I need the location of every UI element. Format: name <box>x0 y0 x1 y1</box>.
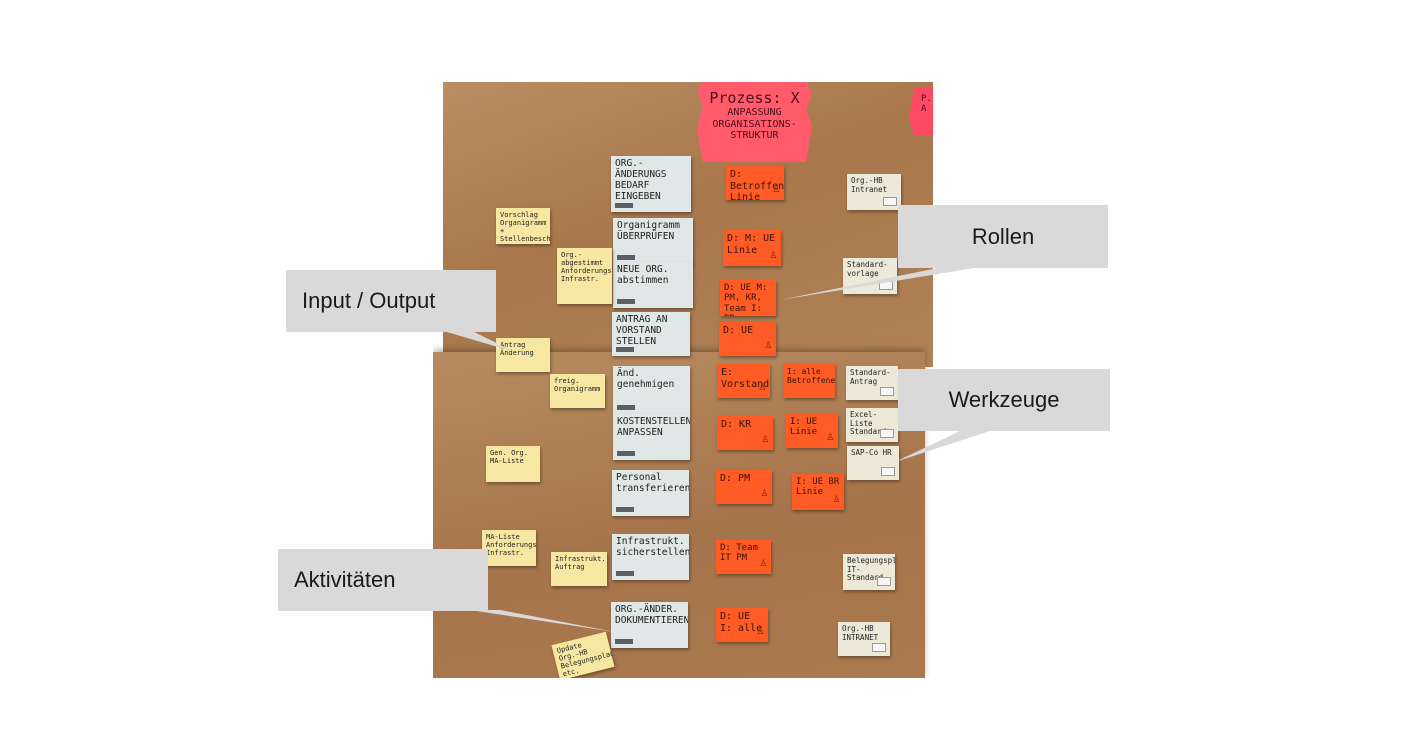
aktivitaeten-callout: Aktivitäten <box>278 549 488 611</box>
activity-card: NEUE ORG. abstimmen <box>613 262 693 308</box>
activity-card: Organigramm ÜBERPRÜFEN <box>613 218 693 264</box>
role-text: D: KR <box>721 419 752 430</box>
activity-card: ANTRAG AN VORSTAND STELLEN <box>612 312 690 356</box>
role-card: I: alle Betroffene <box>783 364 835 398</box>
role-text: I: UE Linie <box>790 417 818 438</box>
person-icon: ♙ <box>761 431 769 446</box>
role-text: D: PM <box>720 473 751 484</box>
person-icon: ♙ <box>764 337 772 352</box>
title-line-3: ORGANISATIONS- <box>712 118 797 130</box>
person-icon: ♙ <box>758 379 766 394</box>
role-text: D: Team IT PM <box>720 543 758 564</box>
input-output-note: Gen. Org. MA-Liste <box>486 446 540 482</box>
input-output-note: Vorschlag Organigramm + Stellenbeschr. <box>496 208 550 244</box>
role-card: D: UE ♙ <box>719 322 776 356</box>
input-output-note: Antrag Änderung <box>496 338 550 372</box>
werkzeuge-label: Werkzeuge <box>948 387 1060 412</box>
tool-note: SAP-Co HR <box>847 446 899 480</box>
process-board-photo: Prozess: X ANPASSUNG ORGANISATIONS- STRU… <box>433 82 933 678</box>
werkzeuge-callout: Werkzeuge <box>898 369 1110 431</box>
aktivitaeten-label: Aktivitäten <box>294 567 396 592</box>
process-title-note: Prozess: X ANPASSUNG ORGANISATIONS- STRU… <box>697 82 812 162</box>
person-icon: ♙ <box>756 623 764 638</box>
input-output-note: Org.-abgestimmt Anforderungsprofil Infra… <box>557 248 612 304</box>
role-card: E: Vorstand♙ <box>717 364 770 398</box>
tool-note: Standard-vorlage <box>843 258 897 294</box>
person-icon: ♙ <box>760 485 768 500</box>
role-card: D: Team IT PM♙ <box>716 540 771 574</box>
role-text: E: Vorstand <box>721 367 770 390</box>
input-output-label: Input / Output <box>302 288 436 313</box>
tool-note: Belegungsplan IT-Standard <box>843 554 895 590</box>
tool-note: Org.-HB INTRANET <box>838 622 890 656</box>
title-line-1: Prozess: X <box>709 89 800 107</box>
person-icon: ♙ <box>769 247 777 262</box>
title-line-4: STRUKTUR <box>730 130 779 142</box>
input-output-note: Infrastrukt. Auftrag <box>551 552 607 586</box>
person-icon: ♙ <box>832 491 840 506</box>
role-card: I: UE Linie ♙ <box>786 414 838 448</box>
activity-card: KOSTENSTELLEN ANPASSEN <box>613 414 690 460</box>
role-text: D: UE I: alle <box>720 611 763 634</box>
activity-card: ORG.-ÄNDER. DOKUMENTIEREN <box>611 602 688 648</box>
rollen-label: Rollen <box>971 223 1035 249</box>
input-output-note: freig. Organigramm <box>550 374 605 408</box>
role-text: I: alle Betroffene <box>787 367 835 386</box>
process-title-note-edge: P. A <box>909 88 933 136</box>
input-output-callout: Input / Output <box>286 270 496 332</box>
role-card: D: KR ♙ <box>717 416 773 450</box>
tool-note: Org.-HB Intranet <box>847 174 901 210</box>
role-text: D: UE M: PM, KR, Team I: BR <box>724 283 768 316</box>
role-card: D: UE M: PM, KR, Team I: BR <box>720 280 776 316</box>
role-card: I: UE BR Linie♙ <box>792 474 844 510</box>
person-icon: ♙ <box>759 555 767 570</box>
role-card: D: UE I: alle♙ <box>716 608 768 642</box>
role-card: D: PM ♙ <box>716 470 772 504</box>
activity-card: Änd. genehmigen <box>613 366 690 414</box>
role-text: D: UE <box>723 325 754 336</box>
role-card: D: Betroffene Linie♙ <box>726 166 784 200</box>
activity-card: Infrastrukt. sicherstellen <box>612 534 689 580</box>
role-text: D: Betroffene Linie <box>730 169 784 200</box>
rollen-callout: Rollen <box>898 205 1108 268</box>
activity-card: Personal transferieren <box>612 470 689 516</box>
activity-card: ORG.-ÄNDERUNGS BEDARF EINGEBEN <box>611 156 691 212</box>
person-icon: ♙ <box>772 181 780 196</box>
person-icon: ♙ <box>826 429 834 444</box>
role-text: D: M: UE Linie <box>727 233 776 256</box>
input-output-note: MA-Liste Anforderungsprofil Infrastr. <box>482 530 536 566</box>
title-line-2: ANPASSUNG <box>727 107 782 119</box>
tool-note: Standard-Antrag <box>846 366 898 400</box>
role-card: D: M: UE Linie♙ <box>723 230 781 266</box>
tool-note: Excel-Liste Standard <box>846 408 898 442</box>
role-text: I: UE BR Linie <box>796 477 840 498</box>
